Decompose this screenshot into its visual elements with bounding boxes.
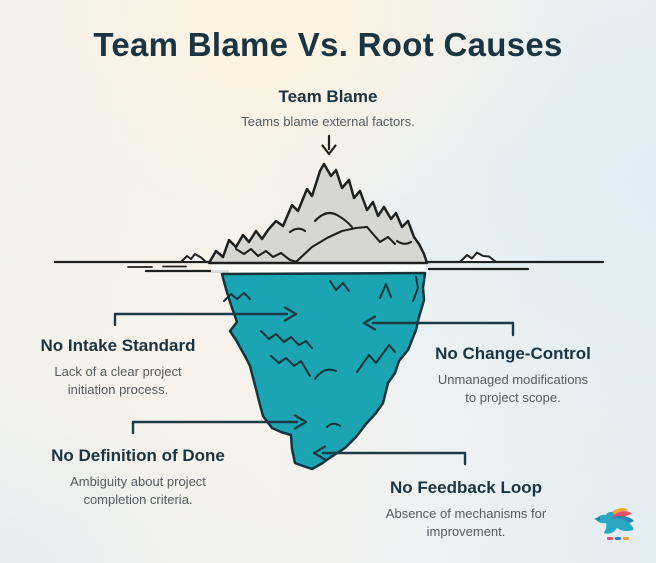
- cause-desc-line: completion criteria.: [83, 492, 193, 507]
- cause-intake-standard: No Intake Standard Lack of a clear proje…: [13, 336, 223, 399]
- cause-desc-line: Lack of a clear project: [54, 364, 182, 379]
- surface-pointer-arrow: [321, 134, 337, 156]
- cause-desc-line: to project scope.: [465, 390, 561, 405]
- connector-done-arrow: [131, 414, 308, 435]
- cause-description: Unmanaged modifications to project scope.: [408, 371, 618, 407]
- connector-change-arrow: [362, 315, 515, 337]
- cause-description: Lack of a clear project initiation proces…: [13, 363, 223, 399]
- bird-logo-icon: [594, 508, 634, 534]
- iceberg-below-water: [220, 271, 427, 471]
- cause-description: Absence of mechanisms for improvement.: [361, 505, 571, 541]
- surface-heading: Team Blame: [278, 87, 378, 106]
- waterline: [53, 251, 605, 273]
- iceberg-bottom-cracks: [223, 276, 419, 428]
- cause-desc-line: Ambiguity about project: [70, 474, 206, 489]
- cause-desc-line: Absence of mechanisms for: [385, 506, 547, 521]
- iceberg-above-water: [207, 162, 429, 265]
- cause-change-control: No Change-Control Unmanaged modification…: [408, 344, 618, 407]
- cause-desc-line: initiation process.: [67, 382, 169, 397]
- cause-heading: No Definition of Done: [51, 446, 225, 465]
- cause-definition-of-done: No Definition of Done Ambiguity about pr…: [33, 446, 243, 509]
- ice-chunk-left: [180, 253, 207, 263]
- surface-description: Teams blame external factors.: [241, 114, 415, 129]
- cause-heading: No Feedback Loop: [389, 478, 543, 497]
- connector-intake-arrow: [113, 306, 298, 327]
- cause-description: Ambiguity about project completion criter…: [33, 473, 243, 509]
- logo-wordmark: [607, 537, 629, 540]
- cause-desc-line: improvement.: [426, 524, 506, 539]
- cause-heading: No Intake Standard: [40, 336, 196, 355]
- surface-label-block: Team Blame Teams blame external factors.: [228, 87, 428, 129]
- ice-chunk-right: [459, 251, 497, 263]
- brand-logo: [594, 505, 638, 545]
- connector-feedback-arrow: [312, 445, 467, 466]
- cause-heading: No Change-Control: [435, 344, 591, 363]
- cause-feedback-loop: No Feedback Loop Absence of mechanisms f…: [361, 478, 571, 541]
- iceberg-top-cracks: [234, 211, 413, 264]
- page-title: Team Blame Vs. Root Causes: [93, 26, 563, 63]
- cause-desc-line: Unmanaged modifications: [437, 372, 589, 387]
